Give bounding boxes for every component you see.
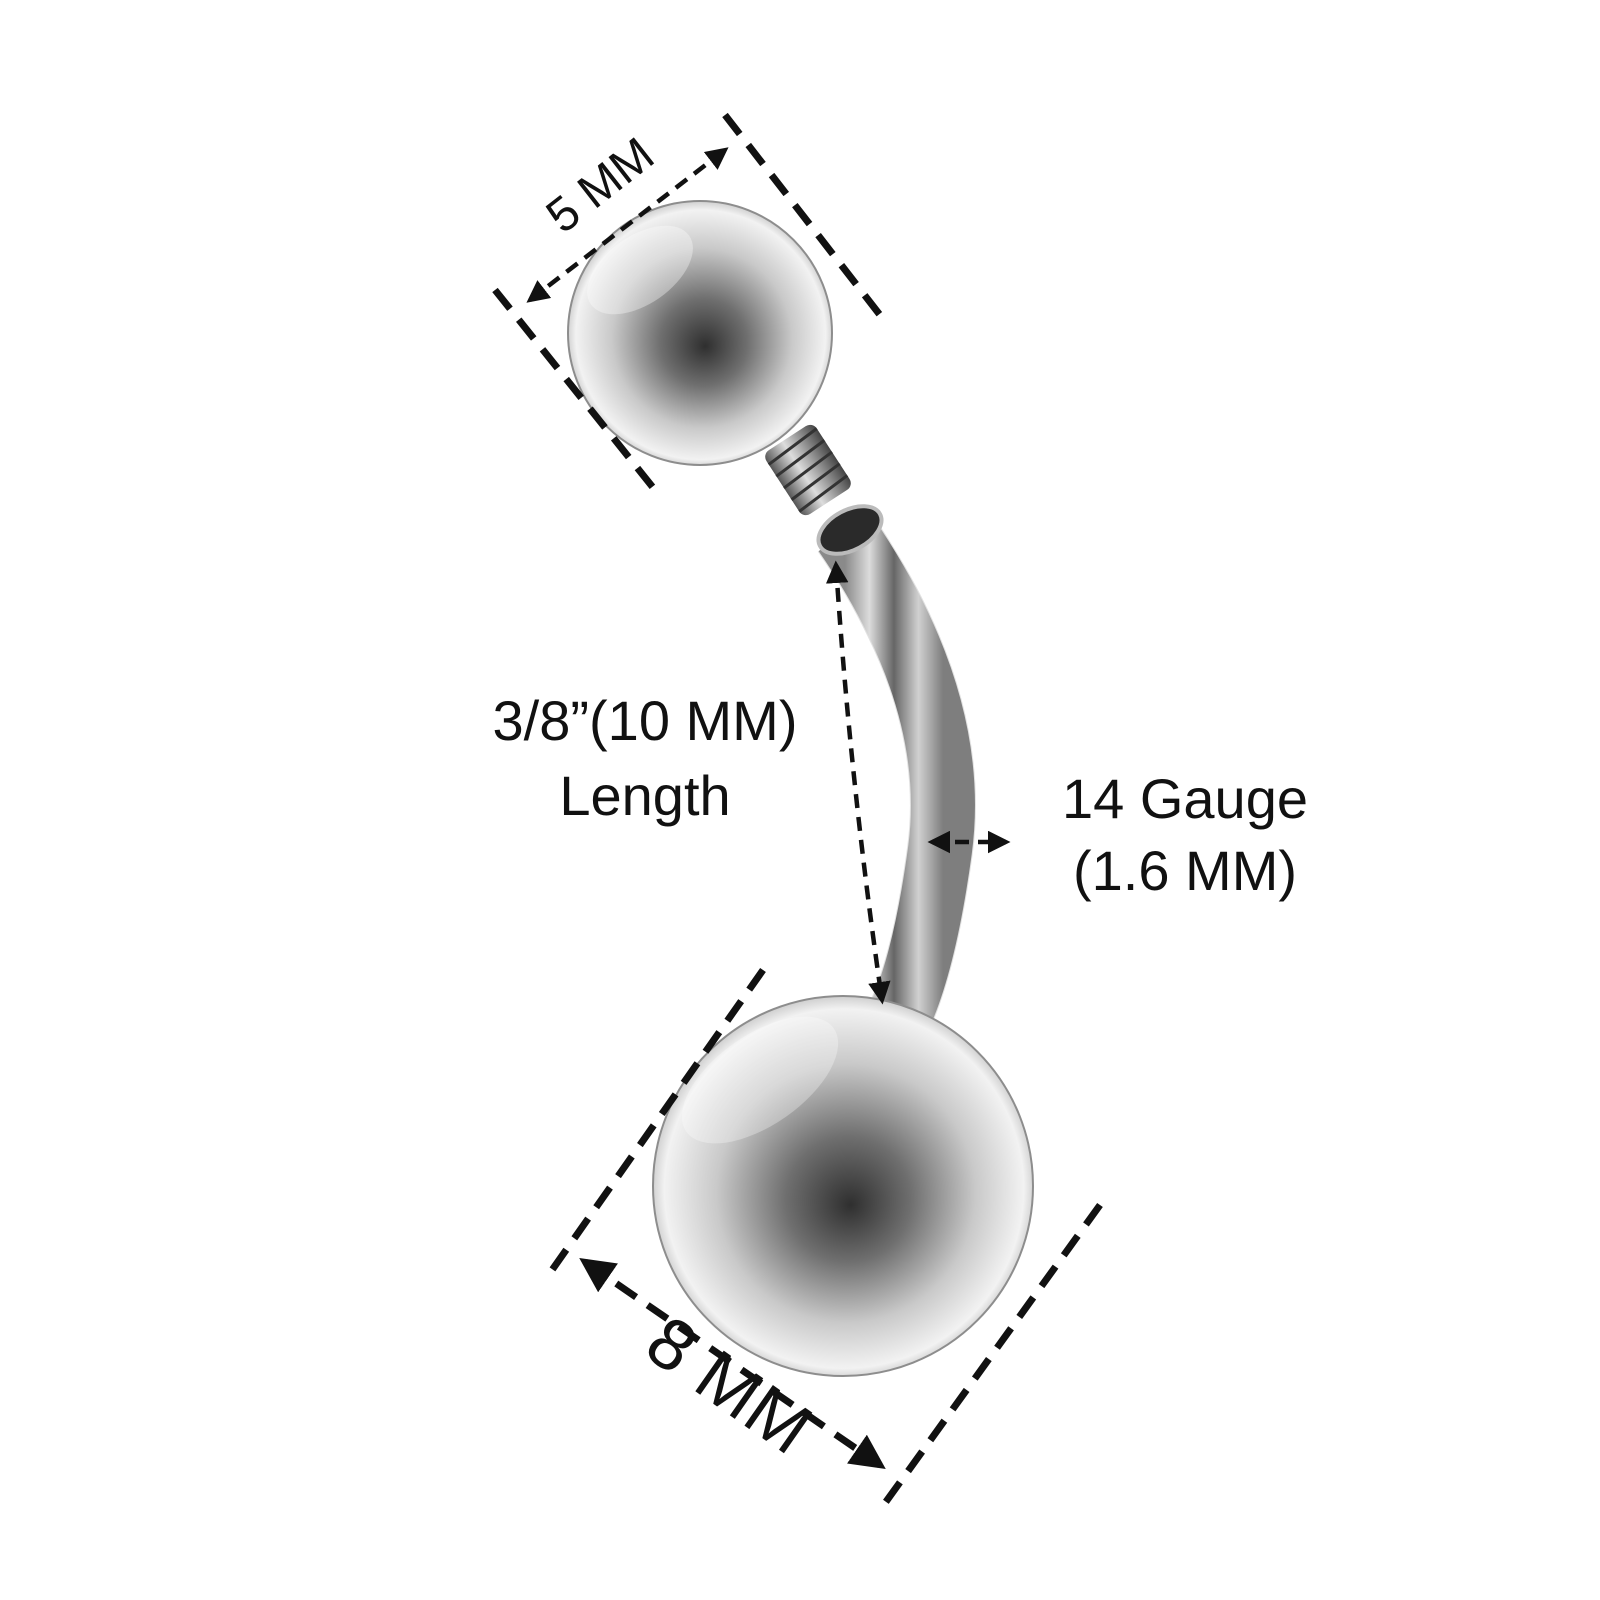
extension-line-top-left	[492, 287, 658, 493]
bottom-ball-highlight	[681, 1016, 839, 1144]
bar-open-end	[816, 504, 884, 556]
label-gauge-value: 14 Gauge	[1062, 767, 1308, 830]
label-length-text: Length	[559, 764, 730, 827]
top-ball-thread	[765, 424, 851, 516]
curved-bar	[818, 514, 975, 1029]
label-gauge-mm: (1.6 MM)	[1073, 839, 1297, 902]
dimension-arrow-top	[526, 147, 729, 303]
dimension-arrow-length	[825, 560, 891, 1005]
label-length-value: 3/8”(10 MM)	[493, 689, 798, 752]
extension-line-top-right	[722, 112, 883, 318]
top-ball-group	[567, 200, 851, 516]
curved-bar-outline	[817, 514, 976, 1029]
dimension-length: 3/8”(10 MM) Length	[493, 560, 891, 1005]
extension-line-bottom-right	[877, 1202, 1103, 1513]
dimension-arrow-bottom	[579, 1258, 886, 1469]
extension-line-bottom-left	[542, 967, 766, 1283]
dimension-gauge: 14 Gauge (1.6 MM)	[927, 767, 1308, 902]
bottom-ball	[652, 995, 1034, 1377]
barbell-group	[652, 504, 1034, 1377]
